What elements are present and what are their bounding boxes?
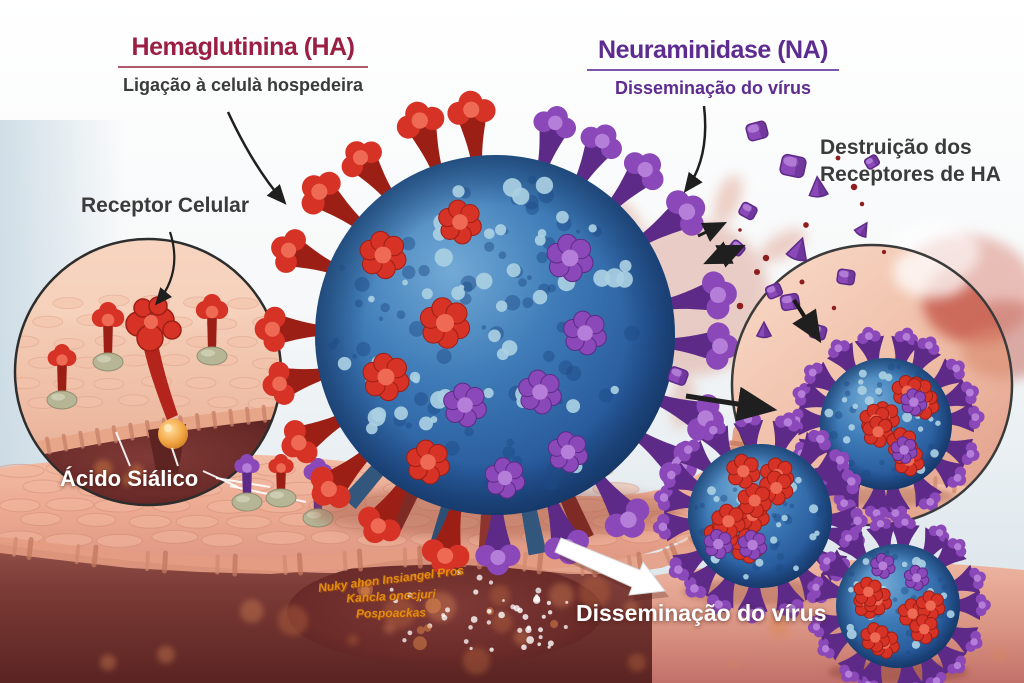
sialic-acid-label: Ácido Siálico (60, 466, 199, 491)
fragment-arrow-2 (703, 241, 746, 268)
receptor-label: Receptor Celular (80, 194, 250, 217)
spread-arrow (685, 386, 778, 422)
ha-subtitle: Ligação à celulà hospedeira (122, 75, 364, 95)
na-arrow (683, 105, 707, 194)
released-virion-2 (807, 513, 991, 683)
na-subtitle: Disseminação do vírus (614, 78, 812, 98)
receptor-arrow (154, 231, 176, 306)
destruction-line-1: Destruição dos (820, 136, 972, 159)
tissue-watermark-text: Nuky ahon Insiangel Pros Kancla onccjuri… (296, 563, 486, 622)
fragment-arrow-1 (697, 222, 728, 242)
watermark-line-3: Pospoackas (355, 605, 427, 621)
cleaved-receptor-fragments (667, 120, 887, 386)
na-underline (587, 69, 839, 71)
destruction-line-2: Receptores de HA (820, 163, 1001, 186)
ha-underline (118, 66, 368, 68)
na-title: Neuraminidase (NA) (598, 36, 828, 64)
dissemination-label: Disseminação do vírus (576, 600, 827, 626)
influenza-virion-large (254, 90, 739, 576)
ha-label-block: Hemaglutinina (HA) Ligação à celulà hosp… (118, 33, 368, 96)
na-label-block: Neuraminidase (NA) Disseminação do vírus (587, 36, 839, 99)
ha-arrow (226, 111, 287, 205)
receptor-inset (13, 237, 283, 507)
pocket-speckles (357, 570, 569, 652)
ha-title: Hemaglutinina (HA) (131, 33, 355, 61)
dissemination-arrow (554, 537, 666, 596)
destruction-label: Destruição dos Receptores de HA (820, 134, 1001, 188)
annotation-arrows (154, 105, 778, 422)
